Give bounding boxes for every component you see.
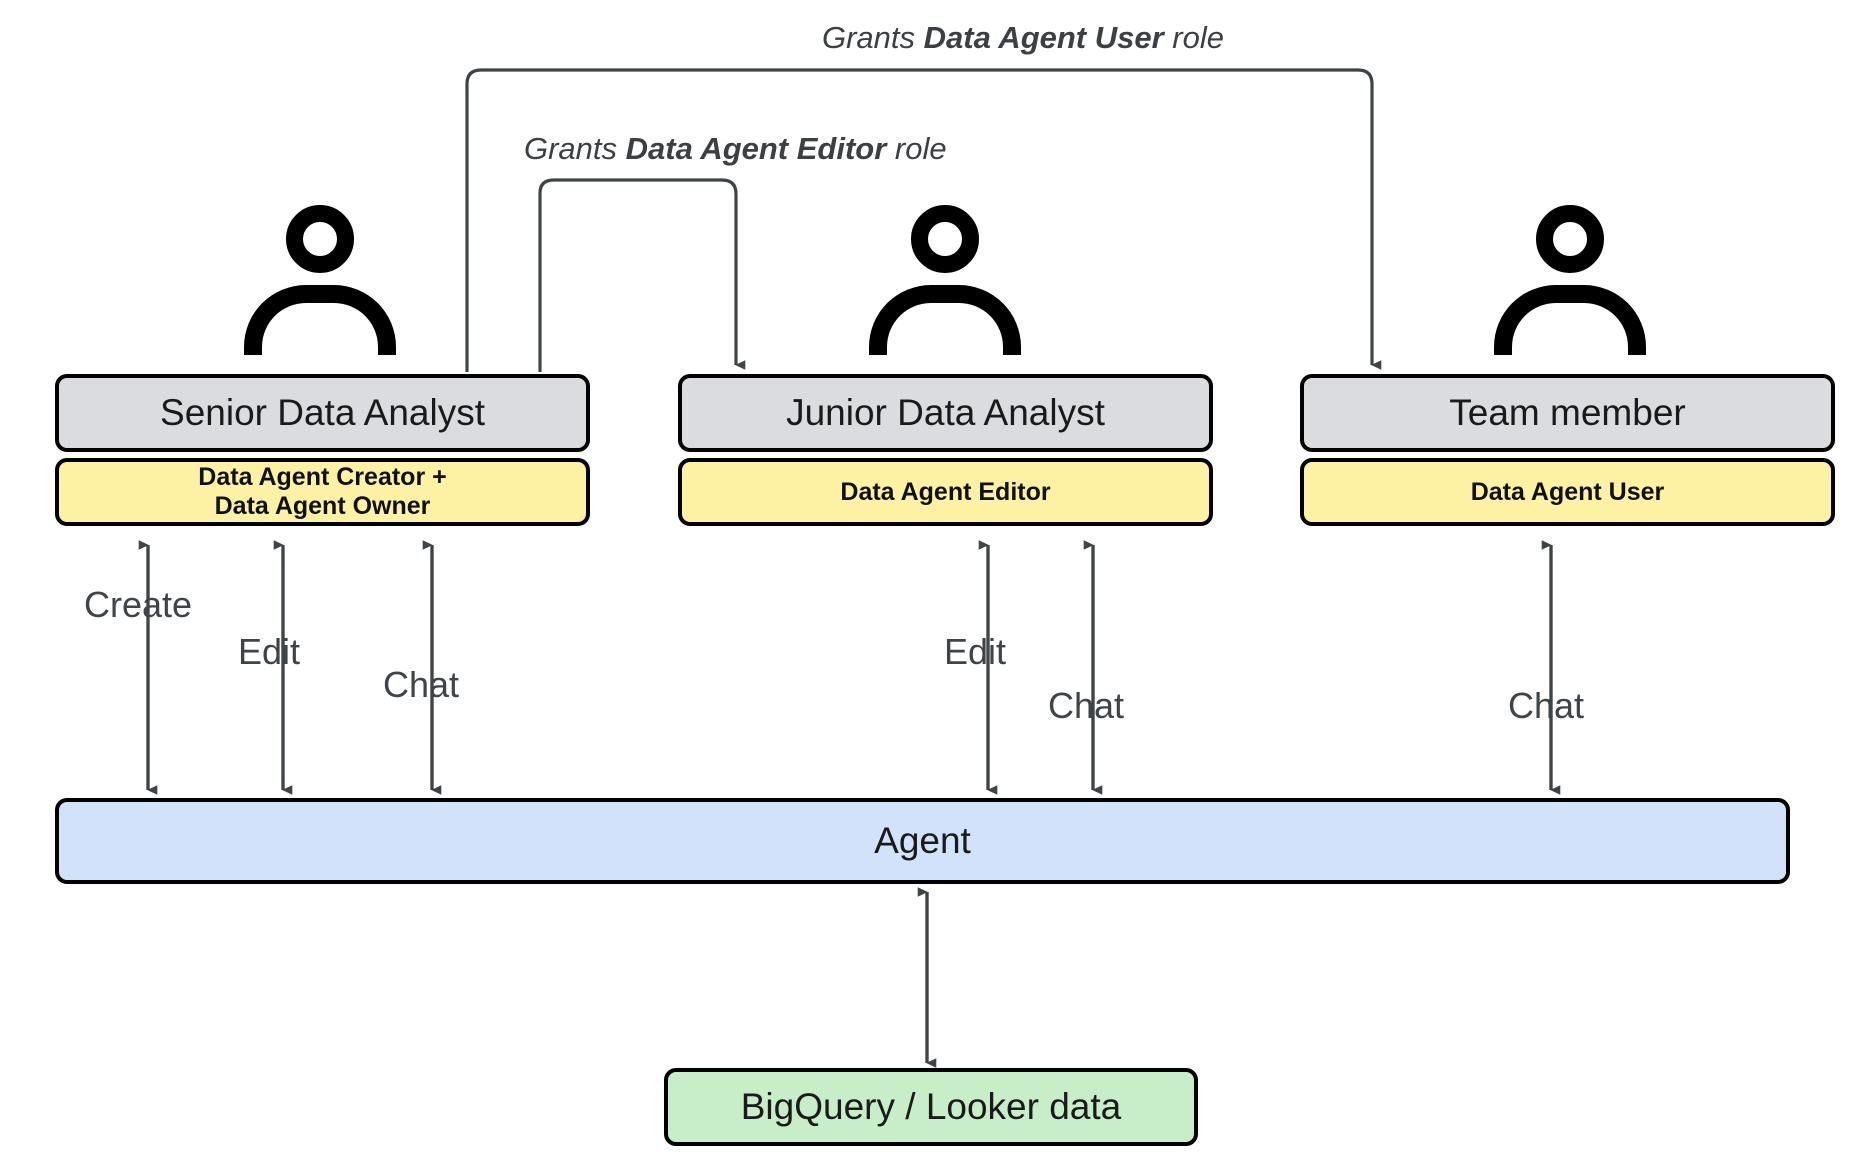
data-source-box[interactable]: BigQuery / Looker data xyxy=(664,1068,1198,1146)
persona-permission-team-member[interactable]: Data Agent User xyxy=(1300,458,1835,526)
grant-label-editor: Grants Data Agent Editor role xyxy=(524,131,947,167)
edge-label-junior-chat: Chat xyxy=(1048,685,1125,726)
permission-line-1: Data Agent Creator + xyxy=(198,463,447,492)
agent-label: Agent xyxy=(874,819,971,861)
grant-editor-suffix: role xyxy=(886,131,947,166)
wire-grants-editor xyxy=(538,178,746,372)
edge-label-senior-create: Create xyxy=(84,584,193,625)
permission-line-2: Data Agent Owner xyxy=(214,492,431,520)
persona-title-team-member[interactable]: Team member xyxy=(1300,374,1835,452)
person-head-icon xyxy=(286,205,354,273)
persona-title-label: Junior Data Analyst xyxy=(786,391,1105,433)
persona-title-junior-data-analyst[interactable]: Junior Data Analyst xyxy=(678,374,1213,452)
data-source-label: BigQuery / Looker data xyxy=(740,1085,1122,1127)
person-body-icon xyxy=(244,285,396,355)
persona-title-senior-data-analyst[interactable]: Senior Data Analyst xyxy=(55,374,590,452)
grant-label-user: Grants Data Agent User role xyxy=(822,20,1224,56)
permission-line-1: Data Agent User xyxy=(1470,477,1665,506)
person-head-icon xyxy=(1536,205,1604,273)
persona-permission-junior-data-analyst[interactable]: Data Agent Editor xyxy=(678,458,1213,526)
edge-label-team-chat: Chat xyxy=(1508,685,1585,726)
permission-line-1: Data Agent Editor xyxy=(840,477,1051,506)
grant-editor-prefix: Grants xyxy=(524,131,626,166)
persona-title-label: Senior Data Analyst xyxy=(160,391,485,433)
persona-permission-senior-data-analyst[interactable]: Data Agent Creator + Data Agent Owner xyxy=(55,458,590,526)
agent-bar[interactable]: Agent xyxy=(55,798,1790,884)
edge-label-junior-edit: Edit xyxy=(944,631,1007,672)
person-body-icon xyxy=(1494,285,1646,355)
person-body-icon xyxy=(869,285,1021,355)
grant-editor-role: Data Agent Editor xyxy=(625,131,887,166)
grant-user-role: Data Agent User xyxy=(923,20,1164,55)
person-head-icon xyxy=(911,205,979,273)
persona-title-label: Team member xyxy=(1449,391,1686,433)
edge-label-senior-edit: Edit xyxy=(238,631,301,672)
edge-label-senior-chat: Chat xyxy=(383,664,460,705)
person-icon-team-member xyxy=(1490,205,1650,355)
grant-user-suffix: role xyxy=(1163,20,1224,55)
person-icon-senior-data-analyst xyxy=(240,205,400,355)
grant-user-prefix: Grants xyxy=(822,20,924,55)
person-icon-junior-data-analyst xyxy=(865,205,1025,355)
